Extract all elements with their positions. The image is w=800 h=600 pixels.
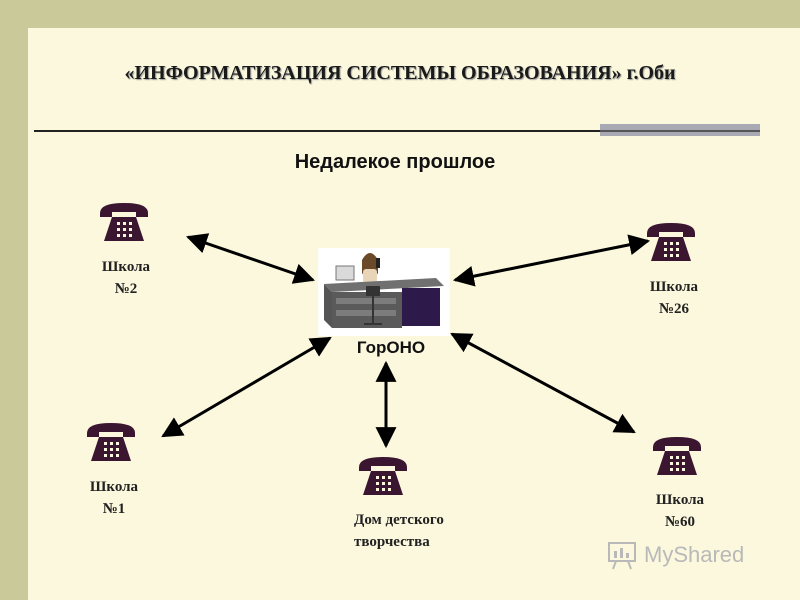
node-label-line: Школа [649, 279, 699, 295]
watermark: MyShared [606, 537, 776, 573]
node-label-line: №26 [658, 301, 690, 317]
node-label-school-26: Школа №26 [634, 276, 714, 320]
telephone-icon [651, 435, 703, 479]
title-divider [34, 130, 600, 132]
telephone-icon [98, 201, 150, 245]
node-label-line: Школа [101, 259, 151, 275]
node-label-line: №60 [664, 514, 696, 530]
node-label-school-1: Школа №1 [74, 476, 154, 520]
office-worker-desk-icon [318, 248, 450, 336]
edge-center-school-26 [452, 234, 651, 287]
node-label-school-2: Школа №2 [86, 256, 166, 300]
center-label: ГорОНО [356, 338, 426, 357]
node-label-line: №1 [102, 501, 126, 517]
telephone-icon [645, 221, 697, 265]
title-divider-accent-line [600, 130, 760, 132]
edge-center-school-1 [161, 336, 332, 438]
node-label-house-of-creativity: Дом детского творчества [354, 509, 484, 553]
presentation-board-icon [606, 539, 638, 571]
node-label-line: Дом детского [354, 512, 444, 528]
node-label-school-60: Школа №60 [640, 489, 720, 533]
slide-subtitle: Недалекое прошлое [294, 151, 496, 173]
node-label-line: Школа [655, 492, 705, 508]
edge-center-school-2 [186, 233, 315, 284]
node-label-line: №2 [114, 281, 138, 297]
node-label-line: Школа [89, 479, 139, 495]
telephone-icon [85, 421, 137, 465]
node-label-line: творчества [354, 534, 430, 550]
telephone-icon [357, 455, 409, 499]
slide-title: «ИНФОРМАТИЗАЦИЯ СИСТЕМЫ ОБРАЗОВАНИЯ» г.О… [124, 62, 676, 84]
watermark-text: MyShared [644, 542, 745, 567]
edge-center-school-60 [450, 332, 636, 434]
